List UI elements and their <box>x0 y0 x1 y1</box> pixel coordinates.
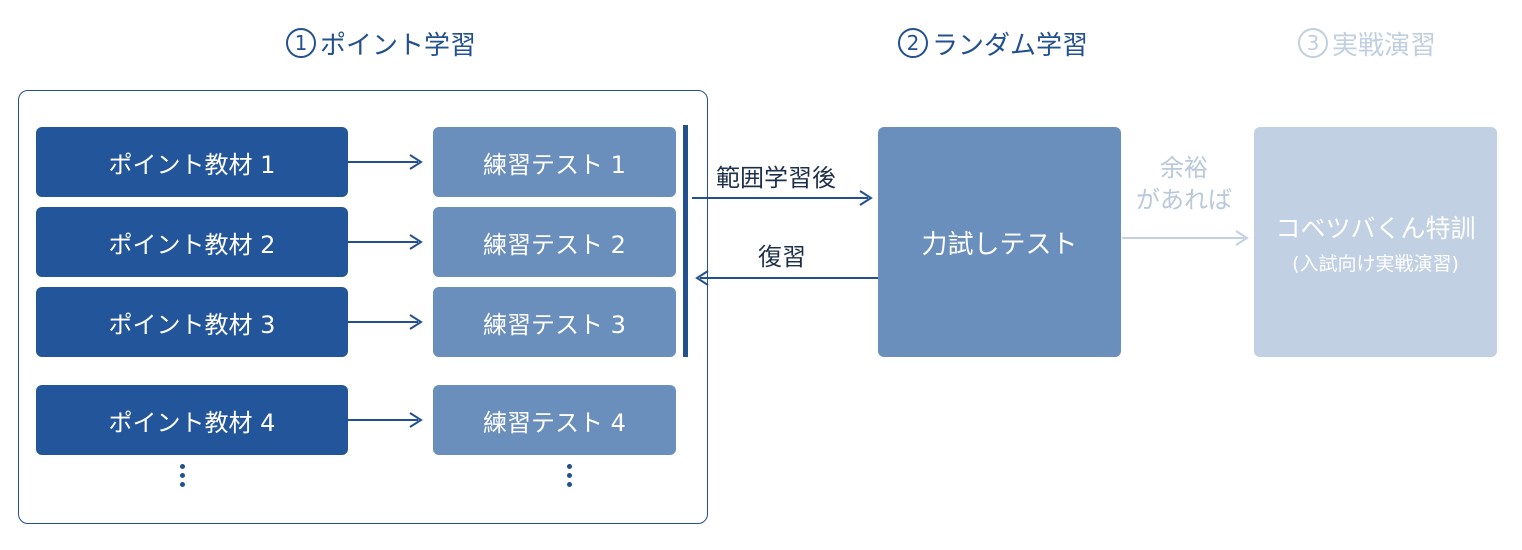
skill-test-box: 力試しテスト <box>878 127 1121 357</box>
if-time-line-2: があれば <box>1136 186 1232 214</box>
practice-test-4: 練習テスト 4 <box>433 385 676 455</box>
practice-test-2: 練習テスト 2 <box>433 207 676 277</box>
step-2-label: ランダム学習 <box>932 30 1089 61</box>
point-material-2: ポイント教材 2 <box>36 207 348 277</box>
after-range-label: 範囲学習後 <box>716 164 836 192</box>
step-3-number: 3 <box>1298 28 1328 58</box>
step-3-label: 実戦演習 <box>1332 30 1437 61</box>
step-1-title: 1 ポイント学習 <box>286 22 476 64</box>
skill-test-label: 力試しテスト <box>921 229 1078 260</box>
step-1-number: 1 <box>286 28 316 58</box>
point-material-3: ポイント教材 3 <box>36 287 348 357</box>
special-training-subtitle: (入試向け実戦演習) <box>1292 252 1459 275</box>
step-3-title: 3 実戦演習 <box>1298 22 1436 64</box>
practice-test-3: 練習テスト 3 <box>433 287 676 357</box>
special-training-box: コベツバくん特訓 (入試向け実戦演習) <box>1254 127 1497 357</box>
special-training-title: コベツバくん特訓 <box>1275 213 1476 243</box>
point-material-4: ポイント教材 4 <box>36 385 348 455</box>
review-label: 復習 <box>758 243 806 271</box>
practice-test-1: 練習テスト 1 <box>433 127 676 197</box>
practice-group-bar <box>683 125 688 357</box>
if-time-line-1: 余裕 <box>1160 154 1208 182</box>
point-material-1: ポイント教材 1 <box>36 127 348 197</box>
practice-more-dots <box>567 464 573 487</box>
materials-more-dots <box>180 464 186 487</box>
if-time-label: 余裕 があれば <box>1126 152 1242 216</box>
arrow-head-to-test <box>859 190 873 206</box>
step-2-number: 2 <box>898 28 928 58</box>
arrow-head-to-special <box>1235 230 1249 246</box>
step-1-label: ポイント学習 <box>320 30 477 61</box>
step-2-title: 2 ランダム学習 <box>898 22 1088 64</box>
